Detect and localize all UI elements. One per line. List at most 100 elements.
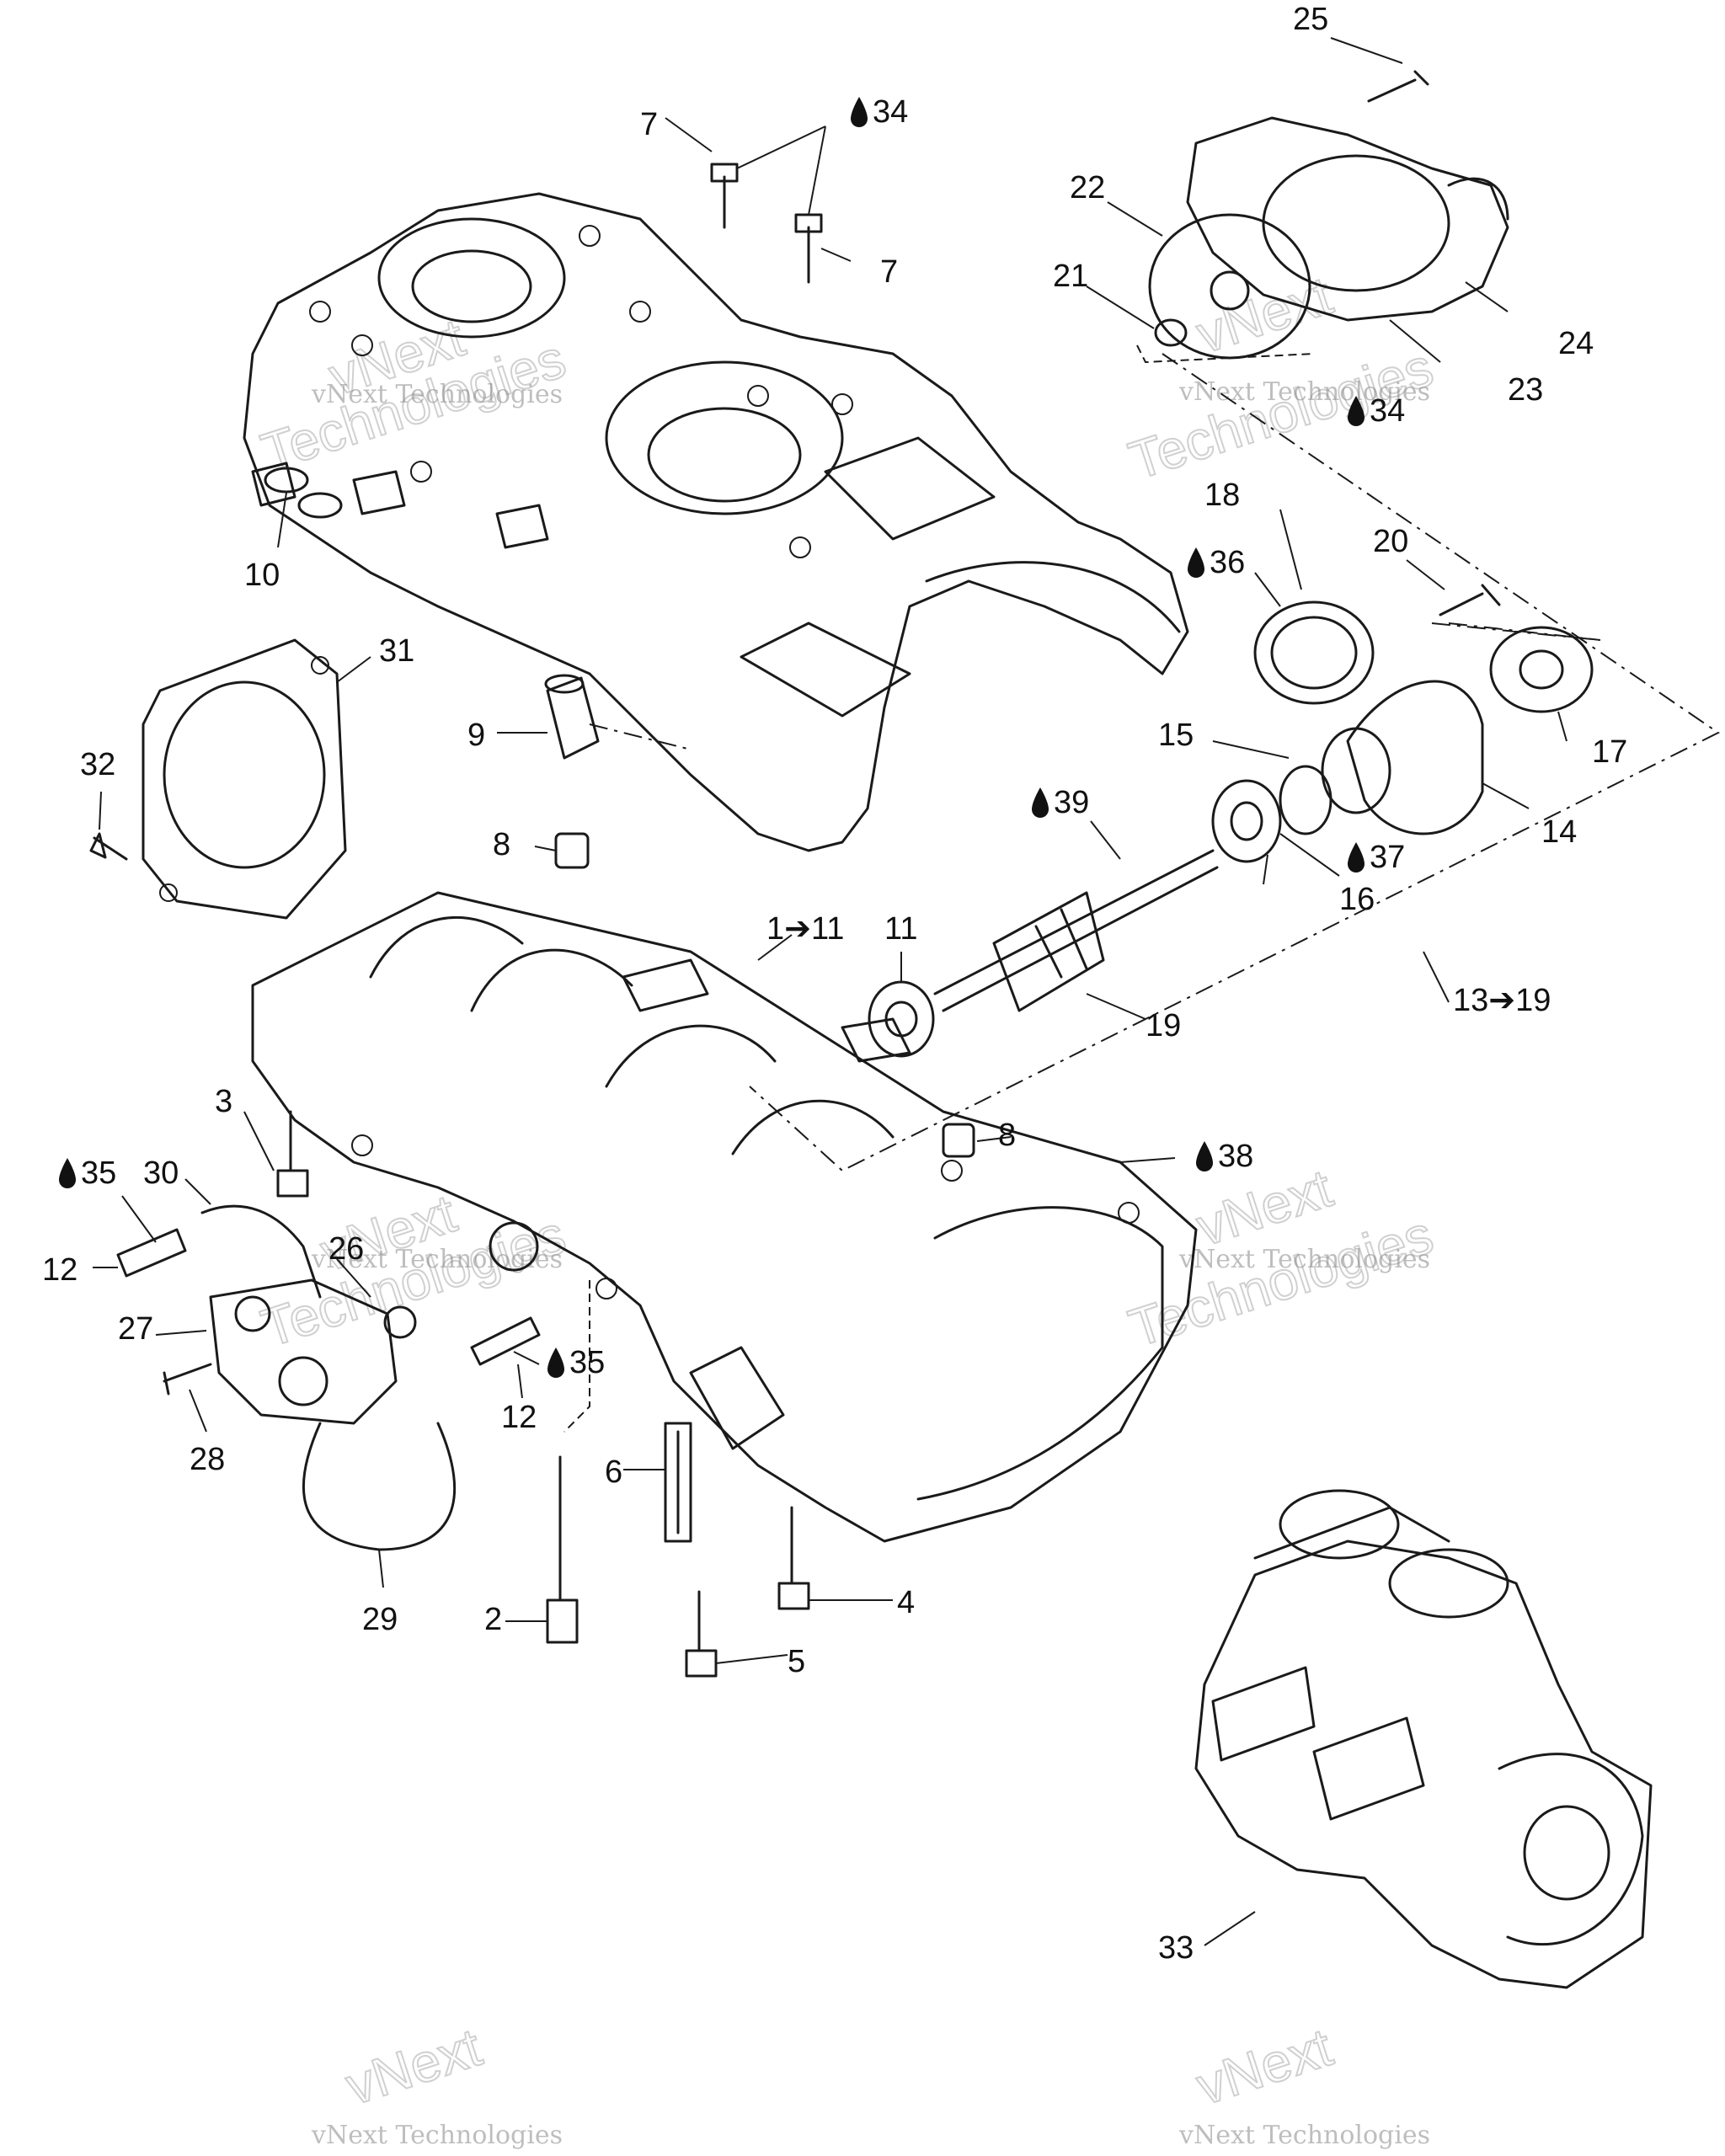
callout-c20: 20	[1373, 524, 1408, 559]
callout-c14: 14	[1541, 814, 1577, 850]
callout-c29: 29	[362, 1602, 398, 1637]
callout-c7b: 7	[880, 254, 898, 290]
watermark-text: vNext Technologies	[311, 2121, 563, 2150]
lubricant-drop-icon	[1196, 1141, 1213, 1171]
callout-number: 9	[467, 718, 485, 753]
callout-number: 16	[1339, 882, 1375, 917]
watermark-text: vNext Technologies	[311, 380, 563, 409]
watermark-text: vNext Technologies	[1178, 1245, 1430, 1274]
callout-number: 7	[880, 254, 898, 290]
callout-c1to11: 1➔11	[766, 911, 844, 947]
callout-number: 18	[1204, 478, 1240, 513]
callout-c33: 33	[1158, 1930, 1194, 1966]
callout-c12b: 12	[501, 1400, 537, 1435]
callout-c11: 11	[884, 911, 917, 947]
watermarks: vNext Technologies vNext Technologies vN…	[254, 264, 1441, 2150]
callout-number: 32	[80, 747, 115, 782]
callout-c31: 31	[379, 633, 414, 669]
lubricant-drop-icon	[851, 97, 868, 127]
callout-number: 33	[1158, 1930, 1194, 1966]
callout-c12a: 12	[42, 1252, 77, 1288]
watermark-text: vNext Technologies	[1178, 377, 1430, 407]
callout-c39: 39	[1032, 785, 1089, 820]
callout-number: 39	[1054, 785, 1089, 820]
callout-c17: 17	[1592, 734, 1627, 770]
callout-number: 27	[118, 1311, 153, 1347]
callout-c9: 9	[467, 718, 485, 753]
callout-c15: 15	[1158, 718, 1194, 753]
callout-number: 6	[605, 1454, 622, 1490]
callout-c37: 37	[1348, 840, 1405, 875]
callout-c8a: 8	[493, 827, 510, 862]
callout-c19: 19	[1146, 1008, 1181, 1043]
callout-number: 14	[1541, 814, 1577, 850]
callout-number: 12	[42, 1252, 77, 1288]
callout-c26: 26	[328, 1231, 364, 1267]
callout-c13to19: 13➔19	[1453, 983, 1551, 1018]
callout-number: 2	[484, 1602, 502, 1637]
lubricant-drop-icon	[1348, 396, 1365, 426]
callout-number: 10	[244, 558, 280, 593]
callout-c10: 10	[244, 558, 280, 593]
callout-c28: 28	[190, 1442, 225, 1477]
callout-c24: 24	[1558, 326, 1594, 361]
callout-number: 17	[1592, 734, 1627, 770]
callout-number: 1➔11	[766, 911, 844, 947]
callout-c18: 18	[1204, 478, 1240, 513]
callout-number: 11	[884, 911, 917, 947]
callout-c34a: 34	[851, 94, 908, 130]
callout-c5: 5	[788, 1644, 805, 1679]
callout-number: 36	[1210, 545, 1245, 580]
callout-number: 22	[1070, 170, 1105, 205]
callout-c21: 21	[1053, 259, 1088, 294]
watermark-line1: vNext	[339, 2016, 489, 2116]
watermark-text: vNext Technologies	[1178, 2121, 1430, 2150]
leader-lines	[93, 37, 1720, 1946]
callout-number: 21	[1053, 259, 1088, 294]
lubricant-drop-icon	[1348, 842, 1365, 873]
lubricant-drop-icon	[1188, 547, 1204, 578]
callout-number: 23	[1508, 372, 1543, 408]
callout-number: 28	[190, 1442, 225, 1477]
callout-number: 26	[328, 1231, 364, 1267]
callout-number: 38	[1218, 1139, 1253, 1174]
callout-number: 8	[493, 827, 510, 862]
lower-crankcase	[251, 891, 1198, 1543]
callout-c16: 16	[1339, 882, 1375, 917]
callout-c23: 23	[1508, 372, 1543, 408]
callout-number: 7	[640, 107, 658, 142]
callout-c36: 36	[1188, 545, 1245, 580]
callout-c6: 6	[605, 1454, 622, 1490]
lubricant-drop-icon	[1032, 787, 1049, 818]
callout-c34b: 34	[1348, 393, 1405, 429]
callout-number: 37	[1370, 840, 1405, 875]
callout-number: 8	[998, 1118, 1016, 1153]
upper-crankcase	[243, 192, 1189, 852]
callout-c35b: 35	[547, 1345, 605, 1380]
callout-number: 30	[143, 1155, 179, 1191]
callout-number: 34	[873, 94, 908, 130]
callout-c35a: 35	[59, 1155, 116, 1191]
callout-number: 5	[788, 1644, 805, 1679]
callout-c22: 22	[1070, 170, 1105, 205]
lubricant-drop-icon	[547, 1348, 564, 1378]
callout-c4: 4	[897, 1585, 915, 1620]
callout-c32: 32	[80, 747, 115, 782]
callout-c30: 30	[143, 1155, 179, 1191]
callout-number: 31	[379, 633, 414, 669]
callout-number: 20	[1373, 524, 1408, 559]
watermark-line1: vNext	[1189, 2016, 1339, 2116]
lubricant-drop-icon	[59, 1158, 76, 1188]
callout-c8b: 8	[998, 1118, 1016, 1153]
callout-number: 34	[1370, 393, 1405, 429]
callout-number: 12	[501, 1400, 537, 1435]
callout-c25: 25	[1293, 2, 1328, 37]
callout-c38: 38	[1196, 1139, 1253, 1174]
callout-number: 15	[1158, 718, 1194, 753]
callout-number: 35	[569, 1345, 605, 1380]
callout-c27: 27	[118, 1311, 153, 1347]
callout-number: 13➔19	[1453, 983, 1551, 1018]
callout-number: 24	[1558, 326, 1594, 361]
